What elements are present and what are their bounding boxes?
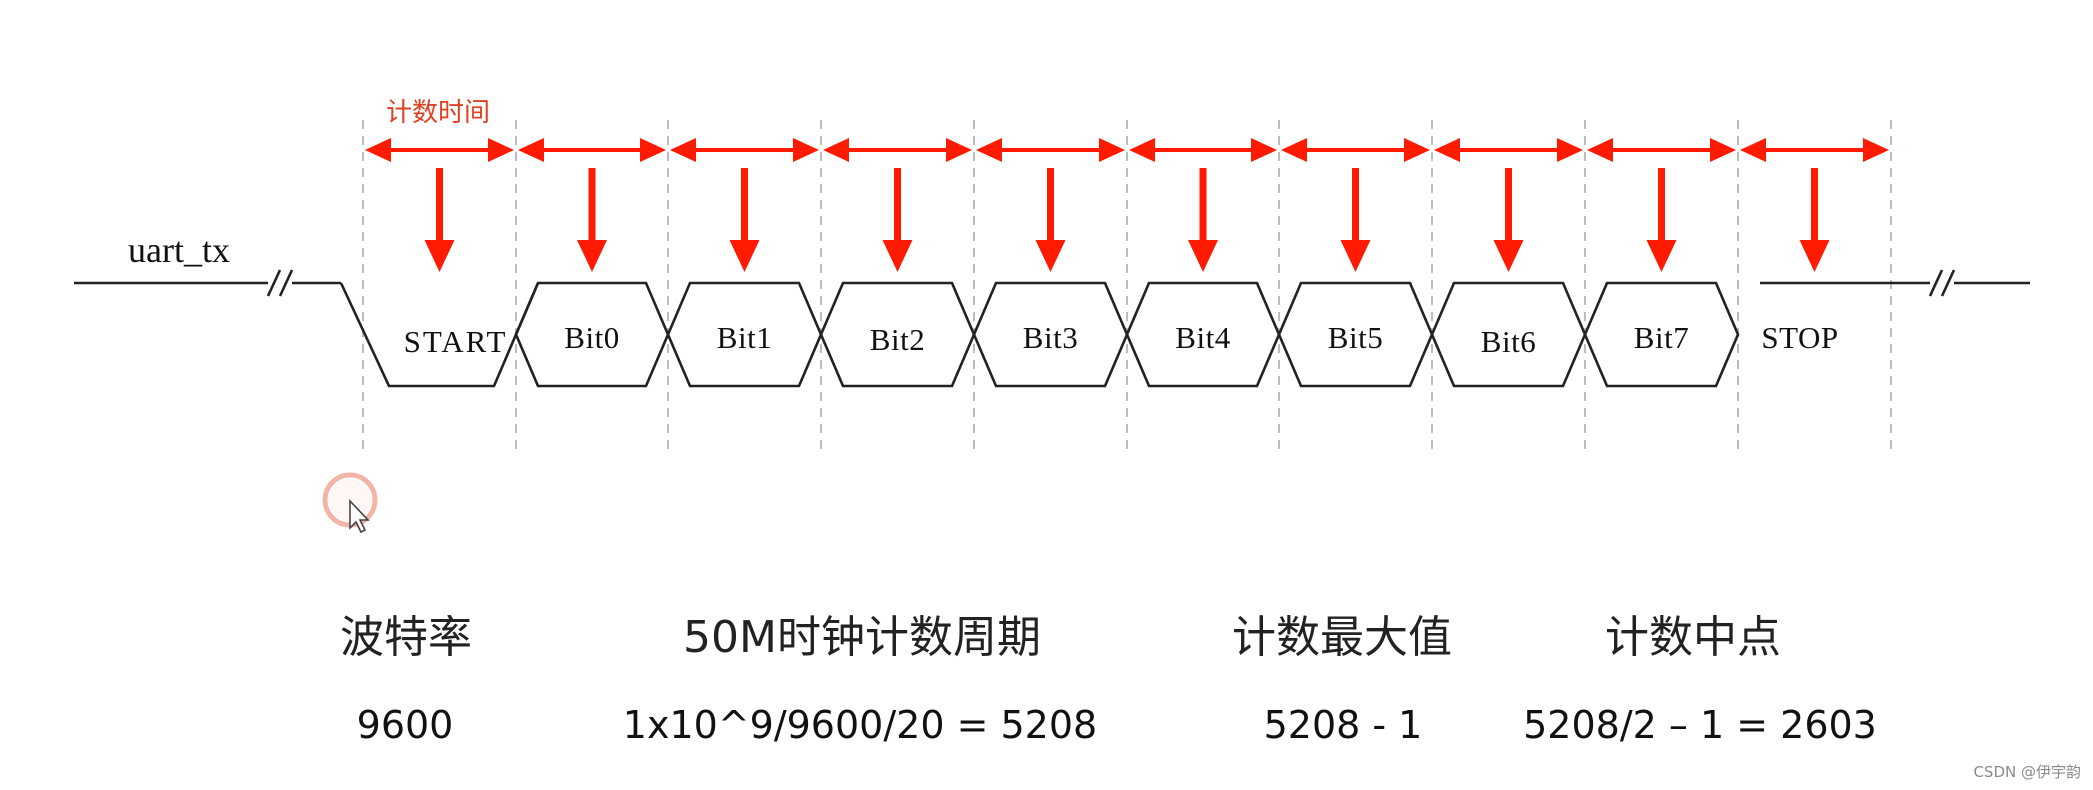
bit-duration-arrows bbox=[365, 138, 1889, 162]
bit-label-bit2: Bit2 bbox=[870, 322, 925, 357]
sample-arrow-5 bbox=[1188, 168, 1218, 272]
sample-arrow-6 bbox=[1340, 168, 1371, 272]
bit-label-bit4: Bit4 bbox=[1175, 320, 1230, 355]
duration-arrow-9 bbox=[1740, 138, 1889, 162]
bit-label-bit1: Bit1 bbox=[717, 320, 772, 355]
signal-label: uart_tx bbox=[128, 230, 230, 270]
sample-point-arrows bbox=[424, 168, 1830, 272]
duration-arrow-4 bbox=[976, 138, 1125, 162]
duration-arrow-3 bbox=[823, 138, 972, 162]
header-count-max: 计数最大值 bbox=[1232, 612, 1452, 663]
value-baud-rate: 9600 bbox=[357, 703, 454, 747]
bit-label-start: START bbox=[404, 324, 508, 359]
sample-arrow-4 bbox=[1035, 168, 1066, 272]
count-time-label: 计数时间 bbox=[386, 98, 490, 128]
sample-arrow-9 bbox=[1799, 168, 1830, 272]
break-icon-left bbox=[266, 269, 294, 297]
duration-arrow-7 bbox=[1434, 138, 1583, 162]
header-count-period: 50M时钟计数周期 bbox=[683, 612, 1041, 663]
baud-table: 波特率 50M时钟计数周期 计数最大值 计数中点 9600 1x10^9/960… bbox=[340, 612, 1877, 747]
sample-arrow-1 bbox=[577, 168, 607, 272]
bit-label-bit0: Bit0 bbox=[564, 320, 619, 355]
sample-arrow-0 bbox=[424, 168, 455, 272]
duration-arrow-2 bbox=[670, 138, 819, 162]
bit-label-bit6: Bit6 bbox=[1481, 324, 1536, 359]
uart-waveform bbox=[74, 269, 2030, 388]
value-count-max: 5208 - 1 bbox=[1264, 703, 1423, 747]
break-icon-right bbox=[1928, 269, 1956, 297]
bit-boundary-guides bbox=[362, 120, 1892, 450]
header-count-mid: 计数中点 bbox=[1605, 612, 1781, 663]
duration-arrow-1 bbox=[518, 138, 666, 162]
header-baud-rate: 波特率 bbox=[340, 612, 472, 663]
bit-labels: START Bit0 Bit1 Bit2 Bit3 Bit4 Bit5 Bit6 Bit7 STO… bbox=[404, 320, 1839, 359]
bit-label-bit3: Bit3 bbox=[1023, 320, 1078, 355]
value-count-period: 1x10^9/9600/20 = 5208 bbox=[623, 703, 1097, 747]
mouse-cursor bbox=[322, 472, 378, 534]
bit-label-bit5: Bit5 bbox=[1328, 320, 1383, 355]
bit-label-bit7: Bit7 bbox=[1634, 320, 1689, 355]
duration-arrow-0 bbox=[365, 138, 514, 162]
sample-arrow-8 bbox=[1646, 168, 1677, 272]
value-count-mid: 5208/2 – 1 = 2603 bbox=[1523, 703, 1877, 747]
data-bit-shape-7 bbox=[1583, 281, 1740, 388]
duration-arrow-5 bbox=[1129, 138, 1277, 162]
cursor-arrow-icon bbox=[349, 498, 370, 534]
duration-arrow-8 bbox=[1587, 138, 1736, 162]
watermark: CSDN @伊宇韵 bbox=[1973, 763, 2081, 781]
sample-arrow-2 bbox=[729, 168, 760, 272]
bit-label-stop: STOP bbox=[1761, 320, 1838, 355]
duration-arrow-6 bbox=[1281, 138, 1430, 162]
sample-arrow-3 bbox=[882, 168, 913, 272]
sample-arrow-7 bbox=[1493, 168, 1524, 272]
